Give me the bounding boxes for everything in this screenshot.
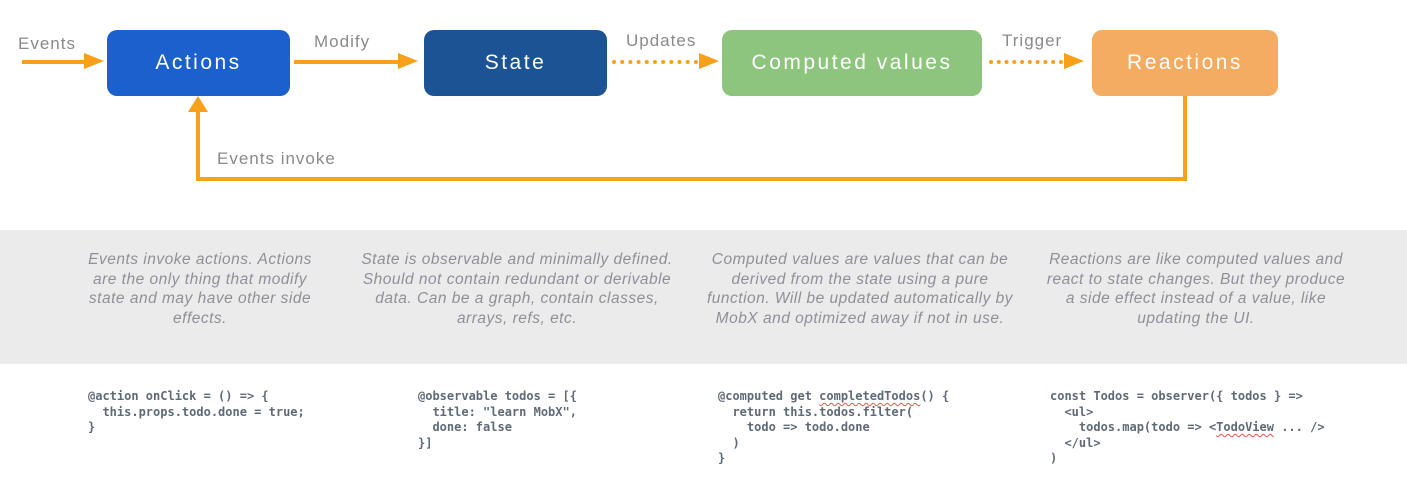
node-state: State	[424, 30, 607, 96]
events-to-actions-arrowhead-icon	[84, 53, 104, 69]
computed-to-reactions-dotted-line	[989, 60, 1063, 64]
feedback-line-horizontal	[196, 177, 1187, 181]
node-state-label: State	[484, 51, 547, 74]
node-actions-label: Actions	[155, 51, 242, 74]
state-to-computed-dotted-line	[612, 60, 698, 64]
events-invoke-label: Events invoke	[217, 149, 336, 168]
actions-description: Events invoke actions. Actions are the o…	[88, 251, 312, 327]
feedback-arrowhead-up-icon	[188, 96, 208, 112]
computed-code-snippet: @computed get completedTodos() { return …	[718, 389, 950, 465]
updates-label: Updates	[626, 31, 697, 50]
observable-code-snippet: @observable todos = [{ title: "learn Mob…	[418, 389, 577, 450]
action-code-snippet: @action onClick = () => { this.props.tod…	[88, 389, 305, 434]
trigger-label: Trigger	[1002, 31, 1063, 50]
reactions-description: Reactions are like computed values and r…	[1046, 251, 1346, 327]
node-actions: Actions	[107, 30, 290, 96]
node-reactions-label: Reactions	[1127, 51, 1243, 74]
modify-label: Modify	[314, 32, 371, 51]
actions-to-state-arrow-line	[294, 60, 398, 64]
feedback-line-vertical-left	[196, 110, 200, 181]
events-label: Events	[18, 34, 76, 53]
state-description: State is observable and minimally define…	[361, 251, 673, 327]
node-computed: Computed values	[722, 30, 982, 96]
events-to-actions-arrow-line	[22, 60, 84, 64]
observer-code-snippet: const Todos = observer({ todos } => <ul>…	[1050, 389, 1325, 465]
descriptions-band	[0, 230, 1407, 364]
state-to-computed-arrowhead-icon	[699, 53, 719, 69]
computed-description: Computed values are values that can be d…	[706, 251, 1014, 327]
node-reactions: Reactions	[1092, 30, 1278, 96]
feedback-line-vertical-right	[1183, 96, 1187, 181]
node-computed-label: Computed values	[751, 51, 953, 74]
computed-to-reactions-arrowhead-icon	[1064, 53, 1084, 69]
actions-to-state-arrowhead-icon	[398, 53, 418, 69]
